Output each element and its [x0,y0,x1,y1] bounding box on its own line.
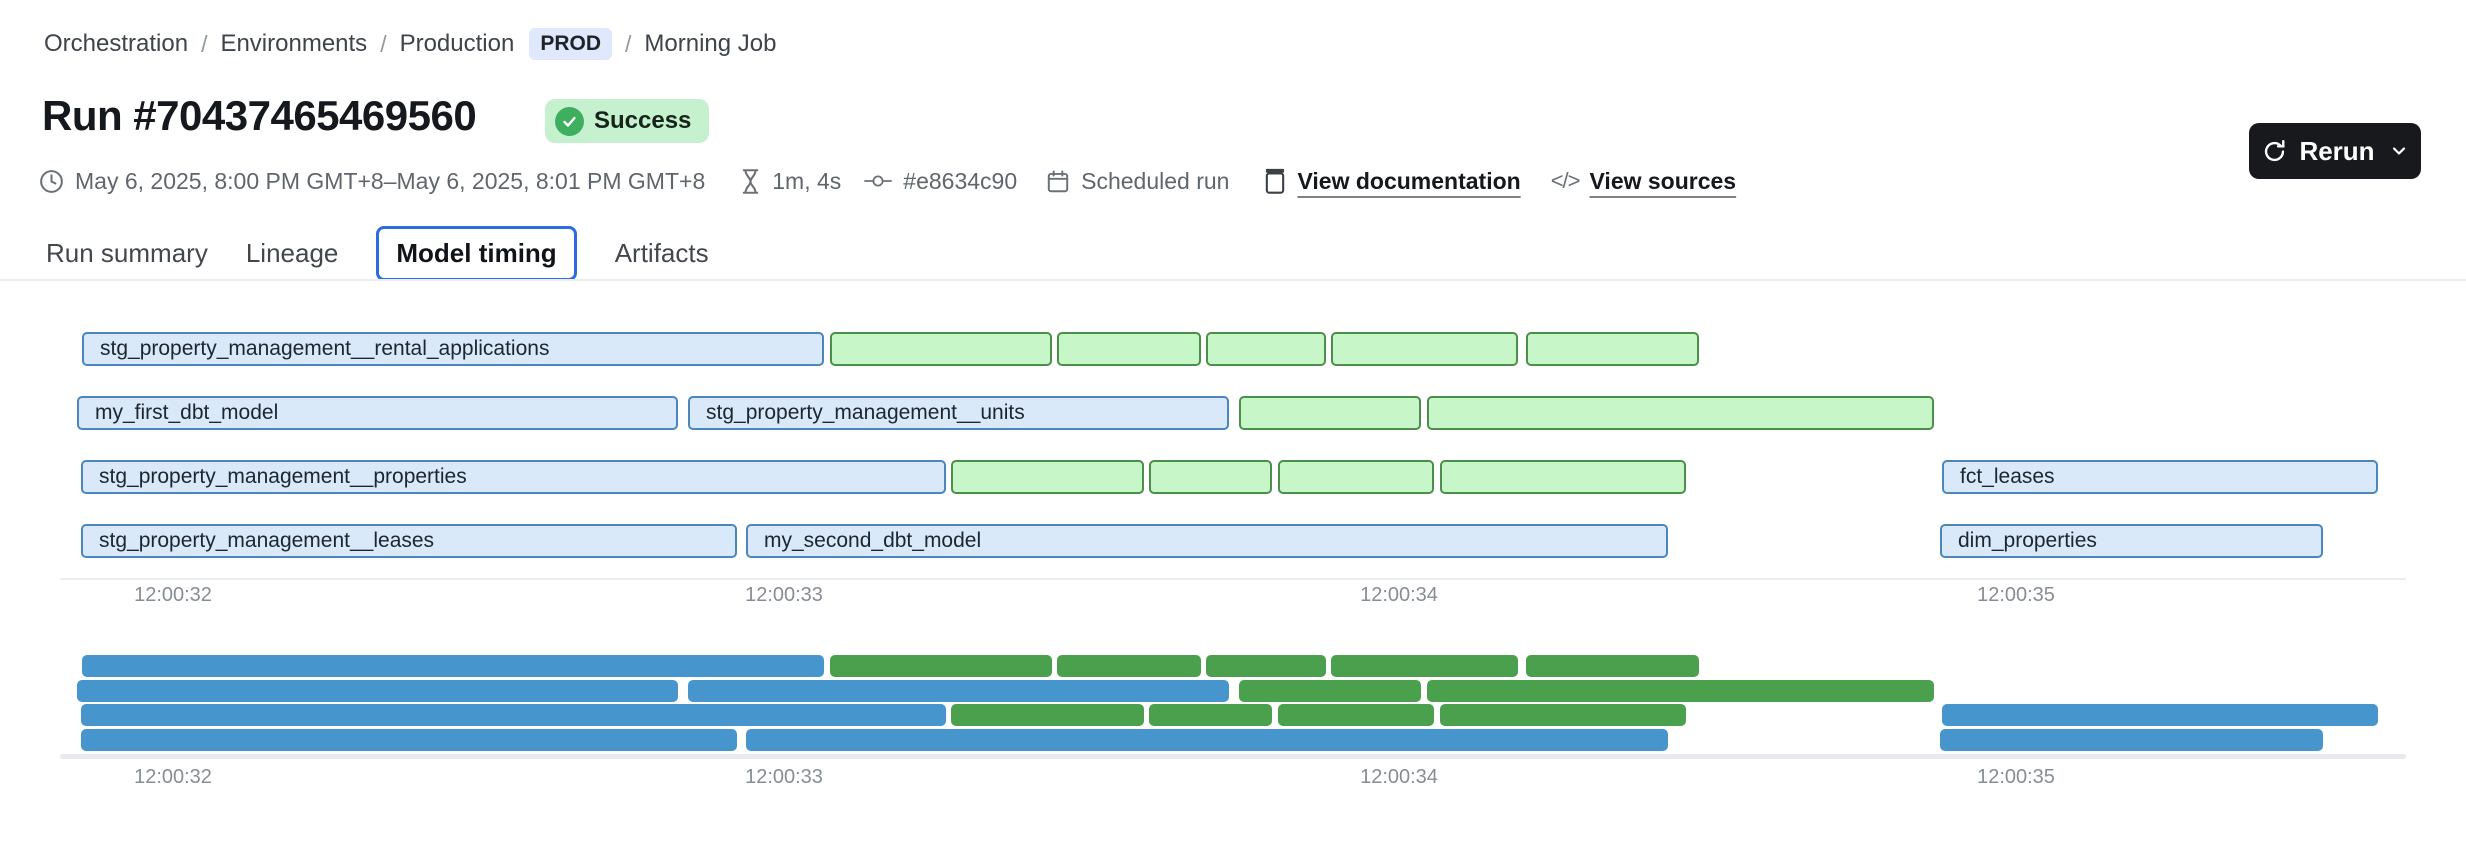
gantt-bar[interactable] [1149,460,1272,494]
gantt-bar[interactable]: my_second_dbt_model [746,524,1668,558]
gantt-bar-label: fct_leases [1960,465,2055,488]
minimap-bar[interactable] [830,655,1052,677]
gantt-bar[interactable] [1440,460,1686,494]
minimap-bar[interactable] [1149,704,1272,726]
tab-lineage[interactable]: Lineage [245,238,339,268]
minimap-bar[interactable] [1206,655,1326,677]
minimap-bar[interactable] [1057,655,1201,677]
gantt-bar-label: stg_property_management__rental_applicat… [100,337,550,360]
minimap-bar[interactable] [1278,704,1434,726]
calendar-icon [1047,170,1069,192]
breadcrumb: Orchestration / Environments / Productio… [44,28,776,60]
rerun-button[interactable]: Rerun [2249,123,2421,179]
gantt-bar[interactable] [1278,460,1434,494]
gantt-bar-label: my_second_dbt_model [764,529,982,552]
gantt-bar-label: my_first_dbt_model [95,401,279,424]
breadcrumb-separator: / [380,30,387,57]
minimap-bar[interactable] [951,704,1144,726]
hourglass-icon [742,168,759,194]
x-axis-tick: 12:00:32 [134,584,212,606]
gantt-bar-label: stg_property_management__properties [99,465,467,488]
clock-icon [40,169,63,193]
minimap-bar[interactable] [82,655,824,677]
gantt-bar[interactable] [1206,332,1326,366]
documentation-icon [1266,168,1285,194]
run-trigger: Scheduled run [1045,168,1229,195]
chevron-down-icon [2389,141,2409,161]
gantt-bar[interactable] [951,460,1144,494]
x-axis-tick: 12:00:35 [1977,766,2055,788]
minimap-bar[interactable] [1942,704,2378,726]
gantt-bar[interactable]: my_first_dbt_model [77,396,678,430]
rerun-label: Rerun [2299,135,2375,166]
breadcrumb-separator: / [201,30,208,57]
breadcrumb-morning-job[interactable]: Morning Job [644,30,777,57]
x-axis-tick: 12:00:33 [745,584,823,606]
minimap-bar[interactable] [81,729,737,751]
commit-sha: #e8634c90 [863,168,1017,195]
x-axis-line [60,578,2406,580]
gantt-bar-label: dim_properties [1958,529,2097,552]
tabs-divider [0,279,2466,281]
gantt-bar[interactable] [1057,332,1201,366]
gantt-bar[interactable]: fct_leases [1942,460,2378,494]
run-duration: 1m, 4s [739,168,841,195]
commit-icon [864,175,893,187]
gantt-bar[interactable] [830,332,1052,366]
gantt-bar-label: stg_property_management__leases [99,529,435,552]
minimap-bar[interactable] [77,680,678,702]
gantt-bar[interactable]: stg_property_management__leases [81,524,737,558]
status-label: Success [594,107,692,134]
tab-run-summary[interactable]: Run summary [46,238,208,268]
minimap-divider [60,754,2406,759]
gantt-bar[interactable]: dim_properties [1940,524,2323,558]
view-sources-link[interactable]: </> View sources [1550,167,1737,194]
gantt-bar[interactable]: stg_property_management__units [688,396,1229,430]
breadcrumb-production[interactable]: Production [399,30,515,57]
x-axis-tick: 12:00:34 [1360,766,1438,788]
breadcrumb-environments[interactable]: Environments [220,30,368,57]
minimap-bar[interactable] [1440,704,1686,726]
minimap-bar[interactable] [688,680,1229,702]
x-axis-tick: 12:00:34 [1360,584,1438,606]
refresh-icon [2261,138,2288,165]
minimap-bar[interactable] [1239,680,1421,702]
gantt-bar-label: stg_property_management__units [706,401,1025,424]
gantt-bar[interactable] [1526,332,1699,366]
tab-artifacts[interactable]: Artifacts [614,238,709,268]
tab-model-timing[interactable]: Model timing [376,226,577,281]
minimap-bar[interactable] [81,704,946,726]
gantt-bar[interactable]: stg_property_management__properties [81,460,946,494]
minimap-bar[interactable] [746,729,1668,751]
run-dates: May 6, 2025, 8:00 PM GMT+8–May 6, 2025, … [38,168,705,195]
gantt-bar[interactable] [1239,396,1421,430]
breadcrumb-separator: / [625,30,632,57]
page-title: Run #70437465469560 [42,92,477,139]
minimap-bar[interactable] [1427,680,1934,702]
gantt-bar[interactable]: stg_property_management__rental_applicat… [82,332,824,366]
minimap-bar[interactable] [1526,655,1699,677]
environment-badge: PROD [529,28,613,60]
code-icon: </> [1550,168,1581,193]
breadcrumb-orchestration[interactable]: Orchestration [44,30,189,57]
minimap-bar[interactable] [1940,729,2323,751]
status-badge: Success [545,99,710,143]
run-tabs: Run summary Lineage Model timing Artifac… [46,226,709,281]
x-axis-tick: 12:00:33 [745,766,823,788]
view-documentation-link[interactable]: View documentation [1263,167,1521,195]
check-circle-icon [555,106,584,136]
minimap-bar[interactable] [1331,655,1518,677]
x-axis-tick: 12:00:32 [134,766,212,788]
x-axis-tick: 12:00:35 [1977,584,2055,606]
gantt-bar[interactable] [1427,396,1934,430]
run-meta-row: May 6, 2025, 8:00 PM GMT+8–May 6, 2025, … [38,164,1736,198]
gantt-bar[interactable] [1331,332,1518,366]
